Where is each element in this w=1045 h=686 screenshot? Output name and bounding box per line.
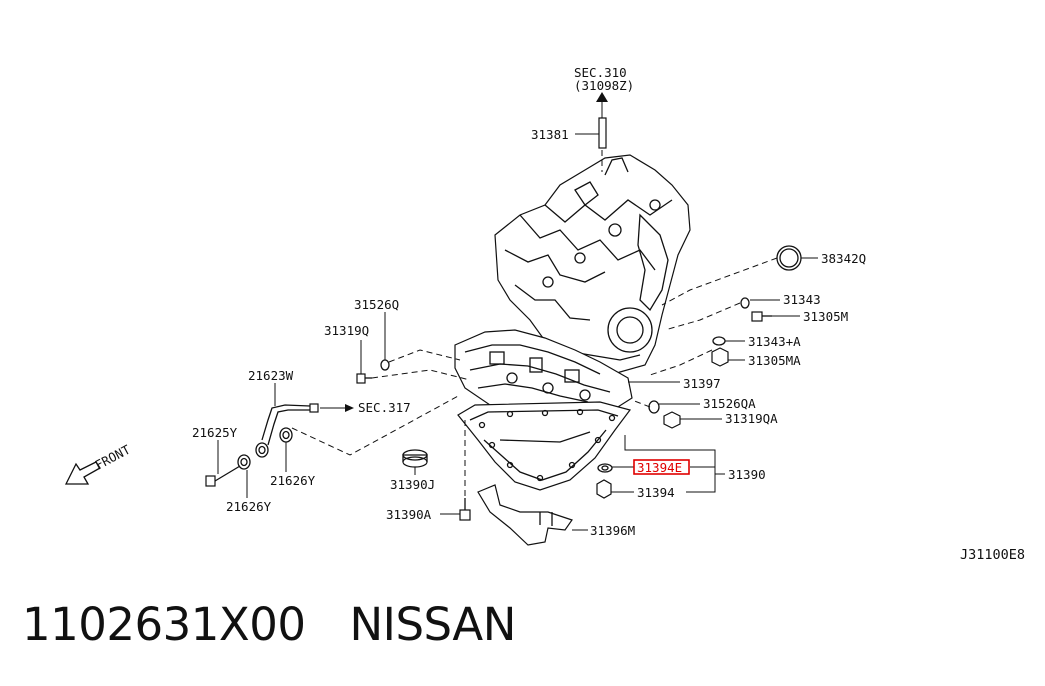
- part-labels: SEC.310 (31098Z) 31381 38342Q 31343 3130…: [92, 65, 1025, 563]
- label-21623w: 21623W: [248, 368, 294, 383]
- label-31390a: 31390A: [386, 507, 432, 522]
- label-31394e: 31394E: [637, 460, 682, 475]
- right-side-parts: [596, 245, 818, 499]
- label-31390j: 31390J: [390, 477, 435, 492]
- label-sec310: SEC.310: [574, 65, 627, 80]
- label-31343a: 31343+A: [748, 334, 801, 349]
- highlight-31394e: [633, 459, 690, 475]
- label-21625y: 21625Y: [192, 425, 238, 440]
- transmission-housing: [494, 154, 691, 381]
- label-31343: 31343: [783, 292, 821, 307]
- label-31305ma: 31305MA: [748, 353, 801, 368]
- label-front: FRONT: [92, 442, 133, 473]
- label-21626y-upper: 21626Y: [270, 473, 316, 488]
- label-31394: 31394: [637, 485, 675, 500]
- label-31390: 31390: [728, 467, 766, 482]
- bracket-31396m: [477, 484, 573, 546]
- brand-name: NISSAN: [349, 598, 517, 651]
- label-21626y-lower: 21626Y: [226, 499, 272, 514]
- label-31319q: 31319Q: [324, 323, 369, 338]
- left-side-parts: [64, 312, 588, 531]
- shaft-31381: [575, 92, 608, 172]
- part-number: 1102631X00: [22, 598, 306, 651]
- label-sec310-ref: (31098Z): [574, 78, 634, 93]
- label-31396m: 31396M: [590, 523, 635, 538]
- label-sec317: SEC.317: [358, 400, 411, 415]
- label-31526q: 31526Q: [354, 297, 399, 312]
- label-38342q: 38342Q: [821, 251, 866, 266]
- oil-pan: [457, 401, 632, 491]
- label-31381: 31381: [531, 127, 569, 142]
- label-31319qa: 31319QA: [725, 411, 778, 426]
- label-31526qa: 31526QA: [703, 396, 756, 411]
- parts-diagram: SEC.310 (31098Z) 31381 38342Q 31343 3130…: [64, 65, 1025, 563]
- part-caption: 1102631X00 NISSAN: [22, 598, 516, 651]
- drawing-code: J31100E8: [960, 547, 1025, 563]
- label-31397: 31397: [683, 376, 721, 391]
- label-31305m: 31305M: [803, 309, 848, 324]
- valve-body: [454, 329, 633, 421]
